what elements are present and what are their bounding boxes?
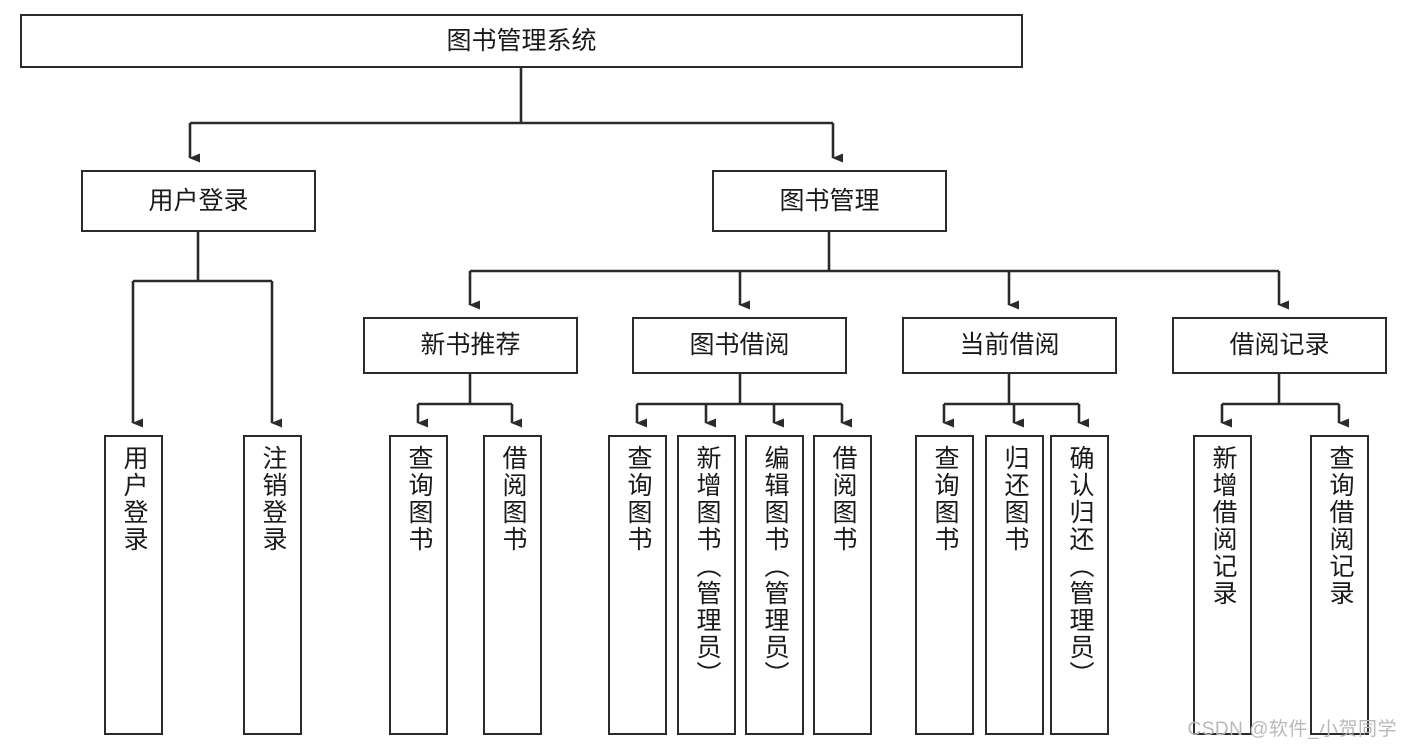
node-new-book-recommend[interactable]: 新书推荐 [363,317,578,374]
leaf-borrow-book[interactable]: 借阅图书 [813,435,872,735]
leaf-borrow-book-rec[interactable]: 借阅图书 [483,435,542,735]
leaf-user-login-label: 用户登录 [120,445,148,553]
leaf-query-book-rec[interactable]: 查询图书 [389,435,448,735]
leaf-borrow-book-label: 借阅图书 [829,445,857,553]
leaf-logout[interactable]: 注销登录 [243,435,302,735]
node-borrow-record[interactable]: 借阅记录 [1172,317,1387,374]
node-current-borrow-label: 当前借阅 [959,331,1060,360]
leaf-add-book-admin-label: 新增图书（管理员） [693,445,721,688]
leaf-user-login[interactable]: 用户登录 [104,435,163,735]
leaf-confirm-return-admin[interactable]: 确认归还（管理员） [1050,435,1109,735]
leaf-query-book-current[interactable]: 查询图书 [915,435,974,735]
node-user-login-label: 用户登录 [148,186,249,215]
leaf-add-book-admin[interactable]: 新增图书（管理员） [677,435,736,735]
node-book-management-label: 图书管理 [779,186,880,215]
node-user-login[interactable]: 用户登录 [81,170,316,232]
leaf-edit-book-admin-label: 编辑图书（管理员） [761,445,789,688]
node-book-borrow[interactable]: 图书借阅 [632,317,847,374]
leaf-borrow-book-rec-label: 借阅图书 [499,445,527,553]
leaf-edit-book-admin[interactable]: 编辑图书（管理员） [745,435,804,735]
leaf-query-borrow-record-label: 查询借阅记录 [1326,445,1354,607]
leaf-query-borrow-record[interactable]: 查询借阅记录 [1310,435,1369,735]
leaf-confirm-return-admin-label: 确认归还（管理员） [1066,445,1094,688]
leaf-return-book[interactable]: 归还图书 [985,435,1044,735]
leaf-return-book-label: 归还图书 [1001,445,1029,553]
node-root-label: 图书管理系统 [446,26,597,55]
node-borrow-record-label: 借阅记录 [1229,331,1330,360]
node-root[interactable]: 图书管理系统 [20,14,1023,68]
node-current-borrow[interactable]: 当前借阅 [902,317,1117,374]
leaf-query-book-rec-label: 查询图书 [405,445,433,553]
node-book-borrow-label: 图书借阅 [689,331,790,360]
leaf-logout-label: 注销登录 [259,445,287,553]
watermark: CSDN @软件_小贺同学 [1187,719,1397,740]
leaf-query-book-borrow[interactable]: 查询图书 [608,435,667,735]
leaf-query-book-current-label: 查询图书 [931,445,959,553]
leaf-add-borrow-record[interactable]: 新增借阅记录 [1193,435,1252,735]
node-new-book-recommend-label: 新书推荐 [420,331,521,360]
node-book-management[interactable]: 图书管理 [712,170,947,232]
leaf-query-book-borrow-label: 查询图书 [624,445,652,553]
leaf-add-borrow-record-label: 新增借阅记录 [1209,445,1237,607]
